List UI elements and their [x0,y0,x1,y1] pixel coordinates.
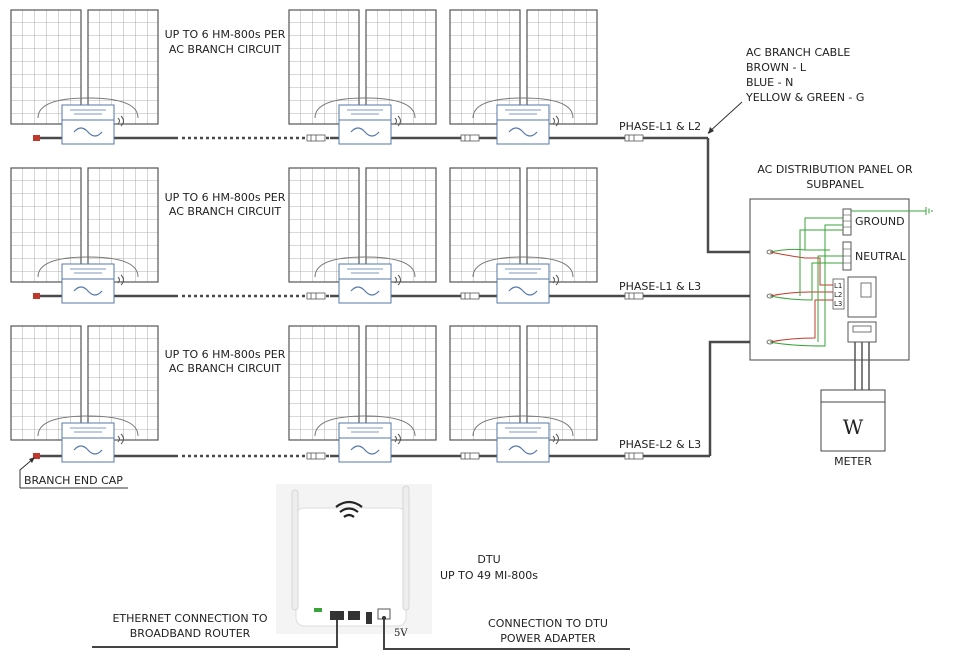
dtu-subtitle: UP TO 49 MI-800s [440,569,538,582]
power-label-line2: POWER ADAPTER [500,632,596,645]
ac-connector-icon [460,134,480,142]
wifi-icon [335,500,363,518]
ac-cable-title: AC BRANCH CABLE [746,46,850,59]
branch-end-cap-icon [33,135,40,141]
branch-circuit-2: UP TO 6 HM-800s PER AC BRANCH CIRCUIT PH… [10,167,770,304]
bus-label-l2: L2 [834,291,842,299]
circuit-label-line2: AC BRANCH CIRCUIT [169,43,281,56]
dtu-device: 5V [276,484,432,639]
power-connection: CONNECTION TO DTU POWER ADAPTER [383,617,630,650]
bus-label-l3: L3 [834,300,842,308]
ethernet-port-icon [330,611,344,620]
circuit-label-line1: UP TO 6 HM-800s PER [165,28,286,41]
meter-symbol: W [843,415,864,439]
ac-cable-blue: BLUE - N [746,76,793,89]
ac-distribution-panel: AC DISTRIBUTION PANEL OR SUBPANEL GROUND… [749,163,933,361]
ac-connector-icon [624,452,644,460]
ac-connector-icon [306,292,326,300]
antenna-icon [291,489,299,611]
antenna-icon [402,485,410,611]
end-cap-label: BRANCH END CAP [24,474,123,487]
ac-connector-icon [624,292,644,300]
neutral-label: NEUTRAL [855,250,907,263]
bus-label-l1: L1 [834,282,842,290]
ethernet-label-line2: BROADBAND ROUTER [130,627,251,640]
phase-label: PHASE-L1 & L3 [619,280,701,293]
phase-label: PHASE-L1 & L2 [619,120,701,133]
panel-title-line2: SUBPANEL [806,178,864,191]
circuit-label-line2: AC BRANCH CIRCUIT [169,205,281,218]
circuit-label-line2: AC BRANCH CIRCUIT [169,362,281,375]
power-port-label: 5V [394,628,408,639]
ac-cable-brown: BROWN - L [746,61,807,74]
usb-port-icon [348,611,360,620]
ac-connector-icon [624,134,644,142]
ac-connector-icon [306,134,326,142]
ground-label: GROUND [855,215,905,228]
power-label-line1: CONNECTION TO DTU [488,617,608,630]
ac-connector-icon [460,452,480,460]
meter: W METER [820,389,886,468]
ac-connector-icon [460,292,480,300]
ac-branch-cable-callout: AC BRANCH CABLE BROWN - L BLUE - N YELLO… [707,46,864,134]
circuit-label-line1: UP TO 6 HM-800s PER [165,191,286,204]
branch-end-cap-icon [33,453,40,459]
power-port-icon [382,616,386,620]
dtu-title: DTU [477,553,500,566]
branch-end-cap-icon [33,293,40,299]
ac-cable-yellow-green: YELLOW & GREEN - G [745,91,864,104]
panel-title-line1: AC DISTRIBUTION PANEL OR [757,163,913,176]
circuit-label-line1: UP TO 6 HM-800s PER [165,348,286,361]
branch-circuit-1: UP TO 6 HM-800s PER AC BRANCH CIRCUIT PH… [10,9,708,145]
branch-circuit-3: UP TO 6 HM-800s PER AC BRANCH CIRCUIT PH… [10,325,710,463]
ethernet-label-line1: ETHERNET CONNECTION TO [112,612,267,625]
ground-bar-icon [842,208,852,236]
earth-ground-icon [925,207,933,215]
phase-label: PHASE-L2 & L3 [619,438,701,451]
meter-label: METER [834,455,872,468]
ac-connector-icon [306,452,326,460]
ethernet-connection: ETHERNET CONNECTION TO BROADBAND ROUTER [92,612,338,648]
branch-end-cap-callout: BRANCH END CAP [19,457,128,489]
